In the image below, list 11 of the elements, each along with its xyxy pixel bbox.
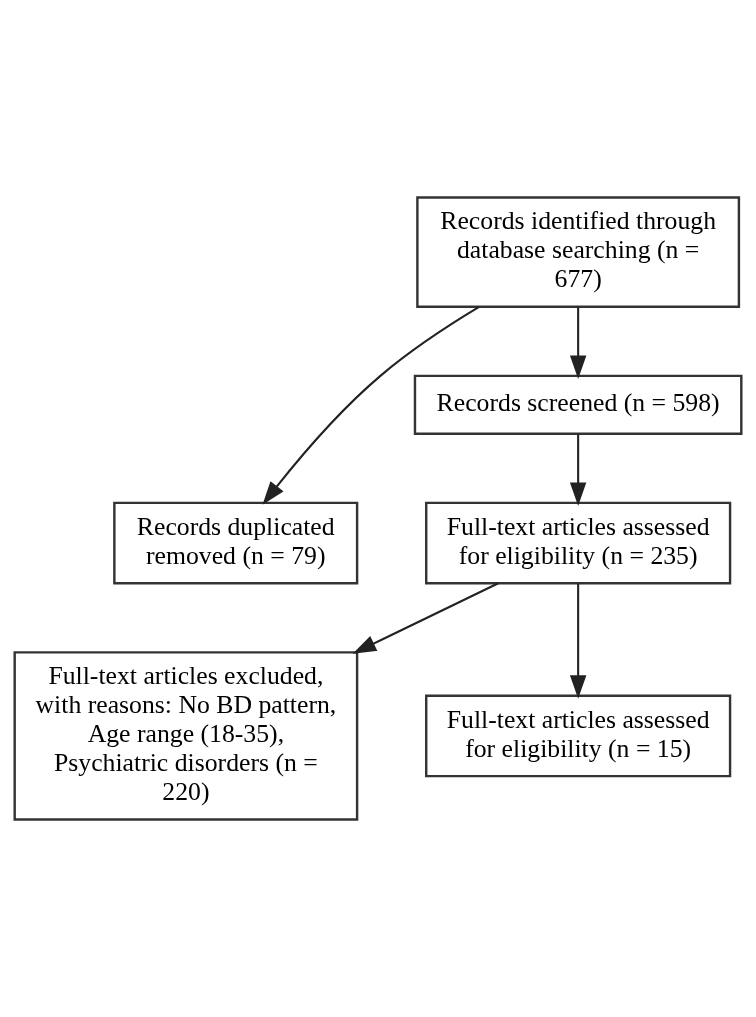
- node-box: Full-text articles assessed for eligibility (n = 235): [425, 501, 732, 585]
- arrow: [569, 583, 587, 699]
- arrow: [262, 306, 480, 505]
- node-box: Records identified through database searching (n = 677): [416, 196, 741, 308]
- arrow: [352, 582, 499, 654]
- node-box: Full-text articles excluded, with reasons: No BD pattern, Age range (18-35), Psychiatric disorders (n = 220): [13, 651, 359, 821]
- node-box: Records duplicated removed (n = 79): [113, 501, 359, 585]
- arrow: [569, 434, 587, 506]
- arrow: [569, 306, 587, 379]
- node-box: Records screened (n = 598): [413, 374, 743, 435]
- node-box: Full-text articles assessed for eligibility (n = 15): [425, 694, 732, 778]
